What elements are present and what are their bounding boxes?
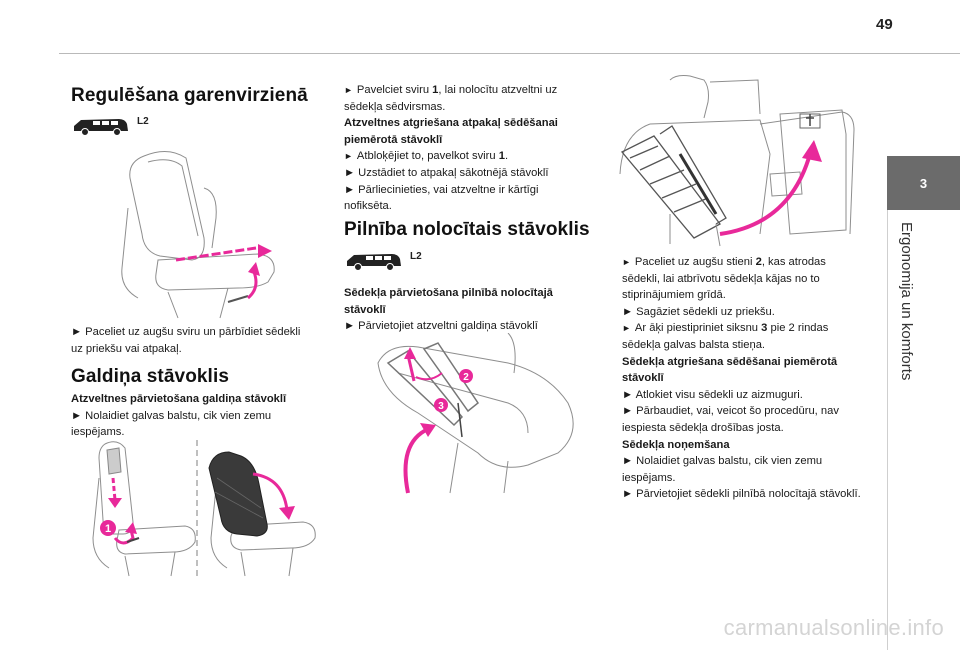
text-line: iespējams. bbox=[622, 471, 676, 484]
badge-l2-2-label: L2 bbox=[410, 250, 422, 262]
text-line: sēdekli, lai atbrīvotu sēdekļa kājas no … bbox=[622, 272, 820, 285]
text-fully-folded: Sēdekļa pārvietošana pilnībā nolocītajā … bbox=[344, 285, 594, 335]
chapter-tab-number: 3 bbox=[919, 175, 928, 191]
text-line: ► Pārbaudiet, vai, veicot šo procedūru, … bbox=[622, 405, 839, 418]
text-slide-line: ► Paceliet uz augšu sviru un pārbīdiet s… bbox=[71, 326, 301, 338]
heading-longitudinal: Regulēšana garenvirzienā bbox=[71, 85, 308, 106]
heading-table-position: Galdiņa stāvoklis bbox=[71, 366, 229, 387]
chapter-title: Ergonomija un komforts bbox=[898, 222, 915, 381]
text-slide-line: uz priekšu vai atpakaļ. bbox=[71, 342, 182, 355]
subtitle-line: piemērotā stāvoklī bbox=[344, 133, 443, 146]
page-number: 49 bbox=[876, 16, 893, 33]
chapter-tab[interactable]: 3 bbox=[887, 156, 960, 210]
text-line: ► Pārliecinieties, vai atzveltne ir kārt… bbox=[344, 183, 539, 196]
text-line: ►Ar āķi piestipriniet siksnu 3 pie 2 rin… bbox=[622, 322, 829, 335]
subtitle-line: Sēdekļa noņemšana bbox=[622, 438, 730, 451]
callout-2: 2 bbox=[463, 372, 469, 383]
side-divider bbox=[887, 210, 888, 650]
text-line: iespiesta sēdekļa drošības josta. bbox=[622, 421, 784, 434]
badge-l2-2: L2 bbox=[344, 250, 422, 272]
text-table-title: Atzveltnes pārvietošana galdiņa stāvoklī bbox=[71, 393, 287, 405]
badge-l2-1-label: L2 bbox=[137, 115, 149, 127]
text-line: ► Pārvietojiet sēdekli pilnībā nolocītaj… bbox=[622, 488, 861, 501]
text-line: stiprinājumiem grīdā. bbox=[622, 289, 726, 302]
van-icon bbox=[74, 119, 128, 136]
text-fold-backrest: ►Pavelciet sviru 1, lai nolocītu atzvelt… bbox=[344, 82, 594, 215]
callout-1: 1 bbox=[105, 523, 111, 535]
badge-l2-1: L2 bbox=[71, 115, 149, 137]
subtitle-line: Atzveltnes atgriešana atpakaļ sēdēšanai bbox=[344, 117, 558, 130]
seat-slide-illustration bbox=[121, 151, 275, 319]
text-table-line: ► Nolaidiet galvas balstu, cik vien zemu bbox=[71, 409, 272, 422]
text-line: ► Sagāziet sēdekli uz priekšu. bbox=[622, 305, 775, 318]
text-line: ►Paceliet uz augšu stieni 2, kas atrodas bbox=[622, 256, 826, 268]
text-line: ►Atbloķējiet to, pavelkot sviru 1. bbox=[344, 150, 509, 163]
watermark: carmanualsonline.info bbox=[723, 615, 944, 640]
text-table: Atzveltnes pārvietošana galdiņa stāvoklī… bbox=[71, 391, 321, 441]
text-slide: ► Paceliet uz augšu sviru un pārbīdiet s… bbox=[71, 324, 321, 357]
van-icon bbox=[347, 254, 401, 271]
text-line: ► Nolaidiet galvas balstu, cik vien zemu bbox=[622, 455, 823, 468]
text-line: sēdekļa sēdvirsmas. bbox=[344, 100, 446, 113]
heading-fully-folded: Pilnība nolocītais stāvoklis bbox=[344, 219, 590, 240]
callout-3: 3 bbox=[438, 401, 444, 412]
subtitle-line: stāvoklī bbox=[622, 372, 664, 385]
text-line: ► Uzstādiet to atpakaļ sākotnējā stāvokl… bbox=[344, 166, 549, 179]
text-line: sēdekļa galvas balsta stieņa. bbox=[622, 338, 766, 351]
text-table-line: iespējams. bbox=[71, 426, 125, 439]
seat-tumble-illustration bbox=[619, 75, 855, 247]
seat-table-illustration: 1 bbox=[92, 440, 316, 577]
text-line: ►Pavelciet sviru 1, lai nolocītu atzvelt… bbox=[344, 84, 558, 96]
text-line: ► Atlokiet visu sēdekli uz aizmuguri. bbox=[622, 388, 803, 401]
text-line: ► Pārvietojiet atzveltni galdiņa stāvokl… bbox=[344, 320, 538, 333]
text-line: nofiksēta. bbox=[344, 200, 392, 213]
seat-fold-illustration: 2 3 bbox=[377, 333, 574, 494]
subtitle-line: Sēdekļa atgriešana sēdēšanai piemērotā bbox=[622, 355, 838, 368]
subtitle-line: stāvoklī bbox=[344, 303, 386, 316]
text-tumble: ►Paceliet uz augšu stieni 2, kas atrodas… bbox=[622, 254, 877, 503]
header-divider bbox=[59, 53, 960, 54]
subtitle-line: Sēdekļa pārvietošana pilnībā nolocītajā bbox=[344, 287, 553, 299]
